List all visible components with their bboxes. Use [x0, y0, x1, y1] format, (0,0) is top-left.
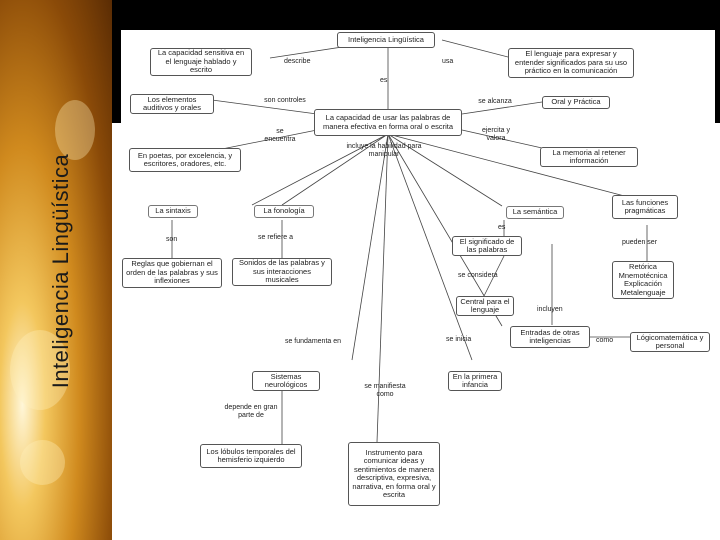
- link-se-encuentra: se encuentra: [264, 128, 296, 143]
- node-instrumento: Instrumento para comunicar ideas y senti…: [348, 442, 440, 506]
- node-oral-practica: Oral y Práctica: [542, 96, 610, 109]
- light-blob: [10, 330, 70, 410]
- connector-lines: [171, 39, 648, 444]
- node-primera: En la primera infancia: [448, 371, 502, 391]
- link-usa: usa: [442, 58, 454, 65]
- light-blob: [55, 100, 95, 160]
- node-capacidad-sensitiva: La capacidad sensitiva en el lenguaje ha…: [150, 48, 252, 76]
- node-sintaxis: La sintaxis: [148, 205, 198, 218]
- slide-title: Inteligencia Lingüística: [48, 153, 73, 389]
- link-pueden-ser: pueden ser: [622, 239, 658, 246]
- link-como: como: [596, 337, 614, 344]
- link-se-considera: se considera: [458, 272, 498, 279]
- link-es: es: [380, 77, 388, 84]
- link-se-manifiesta: se manifiesta como: [364, 383, 406, 398]
- node-lenguaje-expresar: El lenguaje para expresar y entender sig…: [508, 48, 634, 78]
- link-incluye: incluye la habilidad para manipular: [346, 143, 422, 158]
- link-se-inicia: se inicia: [446, 336, 472, 343]
- link-ejercita: ejercita y valora: [481, 127, 510, 142]
- central-node: Inteligencia Lingüística: [337, 32, 435, 48]
- node-central-lenguaje: Central para el lenguaje: [456, 296, 514, 316]
- node-funciones: Las funciones pragmáticas: [612, 195, 678, 219]
- link-son: son: [166, 236, 178, 243]
- node-entradas: Entradas de otras inteligencias: [510, 326, 590, 348]
- node-sistemas: Sistemas neurológicos: [252, 371, 320, 391]
- node-retorica: Retórica Mnemotécnica Explicación Metale…: [612, 261, 674, 299]
- node-lobulos: Los lóbulos temporales del hemisferio iz…: [200, 444, 302, 468]
- light-blob: [20, 440, 65, 485]
- node-memoria: La memoria al retener información: [540, 147, 638, 167]
- link-se-refiere: se refiere a: [258, 234, 294, 241]
- node-capacidad-usar: La capacidad de usar las palabras de man…: [314, 109, 462, 136]
- link-se-fundamenta: se fundamenta en: [284, 338, 342, 345]
- link-describe: describe: [284, 58, 311, 65]
- node-semantica: La semántica: [506, 206, 564, 219]
- decorative-sidebar: [0, 0, 112, 540]
- node-fonologia: La fonología: [254, 205, 314, 218]
- node-reglas: Reglas que gobiernan el orden de las pal…: [122, 258, 222, 288]
- link-depende: depende en gran parte de: [224, 404, 278, 419]
- link-es-semantica: es: [498, 224, 506, 231]
- link-incluyen: incluyen: [537, 306, 563, 313]
- link-se-alcanza: se alcanza: [478, 98, 512, 105]
- link-son-controles: son controles: [264, 97, 306, 104]
- node-poetas: En poetas, por excelencia, y escritores,…: [129, 148, 241, 172]
- node-elementos: Los elementos auditivos y orales: [130, 94, 214, 114]
- concept-map: Inteligencia Lingüística La capacidad se…: [112, 30, 720, 540]
- node-significado: El significado de las palabras: [452, 236, 522, 256]
- node-sonidos: Sonidos de las palabras y sus interaccio…: [232, 258, 332, 286]
- node-logico: Lógicomatemática y personal: [630, 332, 710, 352]
